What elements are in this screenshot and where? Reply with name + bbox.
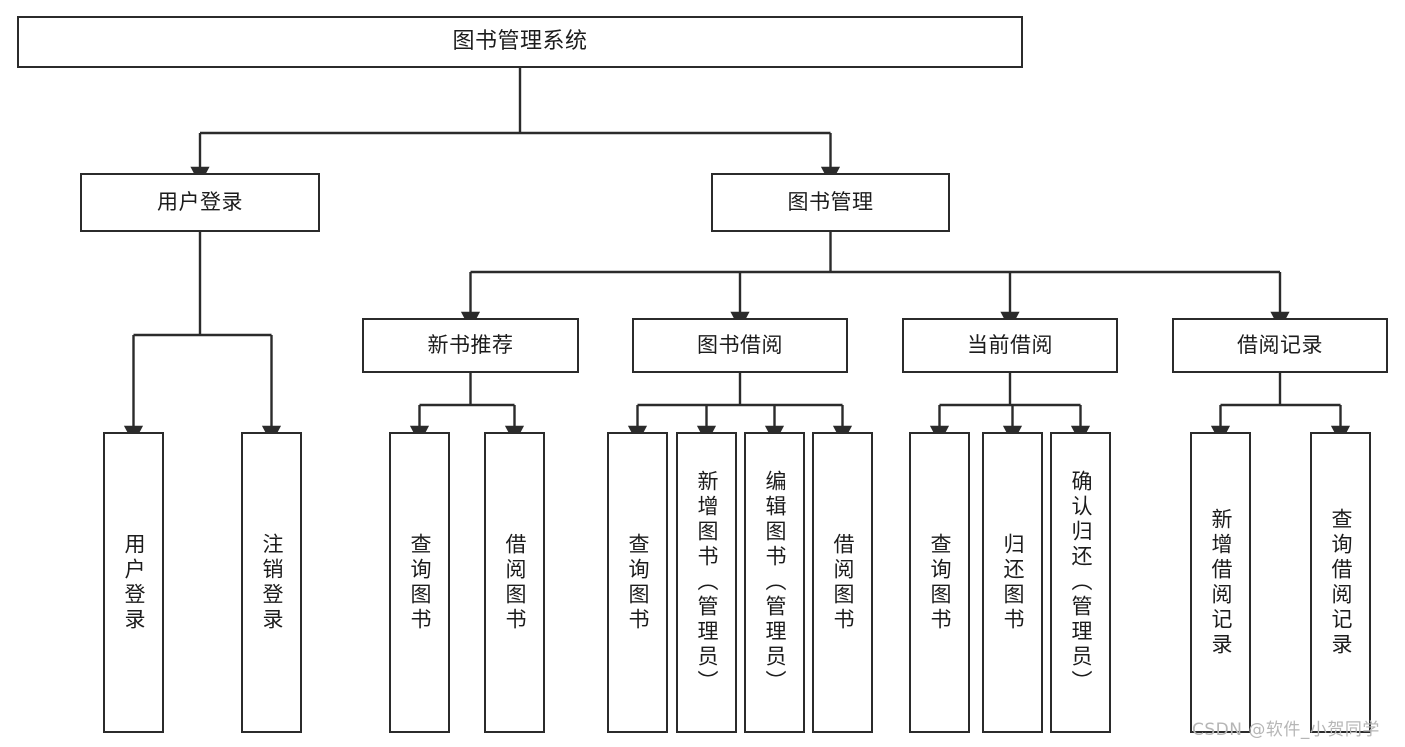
node-borrow[interactable]: 图书借阅 <box>632 318 848 373</box>
node-l-nb-query[interactable]: 查询图书 <box>389 432 450 733</box>
node-label: 查询借阅记录 <box>1329 507 1353 658</box>
node-label: 借阅图书 <box>503 532 527 633</box>
node-label: 查询图书 <box>928 532 952 633</box>
node-label: 借阅记录 <box>1237 332 1323 357</box>
node-label: 借阅图书 <box>831 532 855 633</box>
node-l-nb-borrow[interactable]: 借阅图书 <box>484 432 545 733</box>
node-records[interactable]: 借阅记录 <box>1172 318 1388 373</box>
node-label: 用户登录 <box>157 189 243 214</box>
node-label: 图书借阅 <box>697 332 783 357</box>
node-l-cu-return[interactable]: 归还图书 <box>982 432 1043 733</box>
node-label: 图书管理 <box>787 189 874 214</box>
node-l-bo-edit[interactable]: 编辑图书（管理员） <box>744 432 805 733</box>
node-label: 图书管理系统 <box>452 28 588 54</box>
node-l-bo-borrow[interactable]: 借阅图书 <box>812 432 873 733</box>
node-l-re-query[interactable]: 查询借阅记录 <box>1310 432 1371 733</box>
node-label: 编辑图书（管理员） <box>763 470 787 695</box>
node-l-bo-add[interactable]: 新增图书（管理员） <box>676 432 737 733</box>
node-label: 新增图书（管理员） <box>695 470 719 695</box>
node-newbook[interactable]: 新书推荐 <box>362 318 579 373</box>
node-label: 注销登录 <box>260 532 284 633</box>
node-label: 用户登录 <box>122 532 146 633</box>
node-login[interactable]: 用户登录 <box>80 173 320 232</box>
node-current[interactable]: 当前借阅 <box>902 318 1118 373</box>
node-l-logout[interactable]: 注销登录 <box>241 432 302 733</box>
node-root[interactable]: 图书管理系统 <box>17 16 1023 68</box>
connector-lines <box>123 68 1351 444</box>
node-label: 新增借阅记录 <box>1209 507 1233 658</box>
node-label: 新书推荐 <box>427 332 514 357</box>
node-l-cu-query[interactable]: 查询图书 <box>909 432 970 733</box>
node-l-login[interactable]: 用户登录 <box>103 432 164 733</box>
node-label: 确认归还（管理员） <box>1069 470 1093 695</box>
node-l-re-add[interactable]: 新增借阅记录 <box>1190 432 1251 733</box>
node-label: 查询图书 <box>408 532 432 633</box>
node-label: 查询图书 <box>626 532 650 633</box>
node-l-cu-confirm[interactable]: 确认归还（管理员） <box>1050 432 1111 733</box>
node-label: 当前借阅 <box>967 332 1053 357</box>
node-label: 归还图书 <box>1001 532 1025 633</box>
node-l-bo-query[interactable]: 查询图书 <box>607 432 668 733</box>
node-bookmgmt[interactable]: 图书管理 <box>711 173 950 232</box>
watermark-label: CSDN @软件_小贺同学 <box>1192 720 1380 740</box>
